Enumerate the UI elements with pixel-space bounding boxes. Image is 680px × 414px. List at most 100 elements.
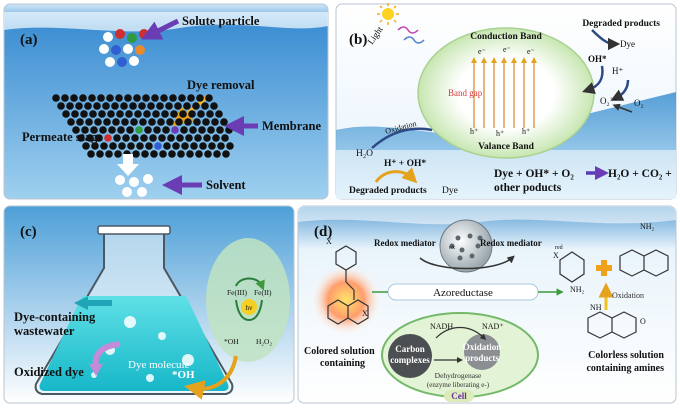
redox-red-sub: red [555,245,563,251]
panel-c-label: (c) [20,224,37,240]
membrane-bead [199,142,207,150]
light-wave-icon [403,36,425,44]
x-label: X [362,309,368,318]
membrane-bead [143,110,151,118]
redox-mediator-dots [449,233,483,261]
oxidation-products-icon [464,334,500,370]
membrane-bead [193,118,201,126]
dye-top-label: Dye [620,39,635,49]
membrane-bead [151,94,159,102]
membrane-bead [168,150,176,158]
oxidation-arrow [371,127,433,149]
membrane-bead [186,150,194,158]
dye-removal-label: Dye removal [187,78,255,92]
membrane-bead [102,102,110,110]
membrane-bead [153,126,161,134]
membrane-bead [127,142,135,150]
membrane-bead [72,126,80,134]
equation-left: Dye + OH* + O₂ [494,168,574,180]
membrane-bead [189,126,197,134]
colorless-label-1: Colorless solution [588,350,664,361]
membrane-bead [98,110,106,118]
panel-a-background [3,3,329,200]
membrane-bead [178,94,186,102]
membrane-bead [171,126,179,134]
nh2-label: NH₂ [640,222,655,231]
membrane-bead [196,94,204,102]
mediator-dot [475,243,481,249]
redox-mediator-sphere [439,219,493,273]
degraded-products-top-label: Degraded products [582,19,660,29]
membrane-bead [124,94,132,102]
membrane-bead [89,110,97,118]
membrane-bead [148,118,156,126]
oh-arrow [582,65,604,94]
membrane-bead [152,110,160,118]
membrane-bead [86,134,94,142]
membrane-bead [91,142,99,150]
membrane-bead [215,110,223,118]
nh2-label: NH₂ [570,285,585,294]
h-plus-arrow [610,79,630,101]
membrane-bead [117,126,125,134]
panel-b-label: (b) [349,32,367,48]
membrane-bead [107,110,115,118]
hv-label: hv [246,304,254,312]
membrane-bead [167,134,175,142]
membrane-bead [118,142,126,150]
membrane-bead [93,102,101,110]
membrane-bead [184,118,192,126]
oh-small-label: *OH [224,337,239,346]
membrane-bead [88,94,96,102]
membrane-bead [154,142,162,150]
redox-ox-label: Redox mediator [374,238,436,248]
membrane-bead [75,102,83,110]
membrane-bead [100,142,108,150]
membrane-bead [185,134,193,142]
panel-d: (d) X X Redox mediator ox Redox mediator… [297,205,677,404]
membrane-bead [179,110,187,118]
membrane-bead [99,126,107,134]
membrane-bead [81,126,89,134]
membrane-bead [160,94,168,102]
membrane-bead [142,94,150,102]
membrane-bead [112,118,120,126]
panel-c: (c) Dye-containing wastewater Oxidized d… [3,205,295,404]
membrane-bead [113,134,121,142]
permeate-stage-label: Permeate stage [22,130,103,144]
membrane-bead [156,102,164,110]
membrane-bead [126,126,134,134]
panel-a-label: (a) [20,32,38,48]
membrane-bead [221,134,229,142]
dye-arrow-top [591,29,621,51]
membrane-bead [190,142,198,150]
azo-dye-structure [327,245,369,325]
o2-arrow [612,103,633,113]
membrane-bead [87,150,95,158]
band-gap-label: Band gap [448,88,483,98]
x-label: X [553,251,559,260]
dye-wastewater-label-1: Dye-containing [14,310,96,324]
membrane-bead [216,126,224,134]
colored-solution-label-1: Colored solution [304,346,375,357]
membrane-bead [165,102,173,110]
membrane-bead [115,94,123,102]
membrane-bead [206,110,214,118]
membrane-bead [181,142,189,150]
membrane-bead [150,150,158,158]
bubbles [91,316,194,382]
redox-arrow [419,255,515,270]
wastewater-arrow-head [74,296,88,310]
oh-return-arrow [184,355,238,400]
membrane-bead [170,110,178,118]
hv-icon [241,299,257,315]
membrane-bead [95,134,103,142]
oh-label: *OH [172,369,195,381]
plus-icon [596,260,612,276]
membrane-bead [180,126,188,134]
electron-label: e⁻ [527,47,535,56]
membrane-bead [225,126,233,134]
membrane-bead [220,118,228,126]
membrane-bead [76,118,84,126]
dye-bottom-label: Dye [442,186,458,196]
